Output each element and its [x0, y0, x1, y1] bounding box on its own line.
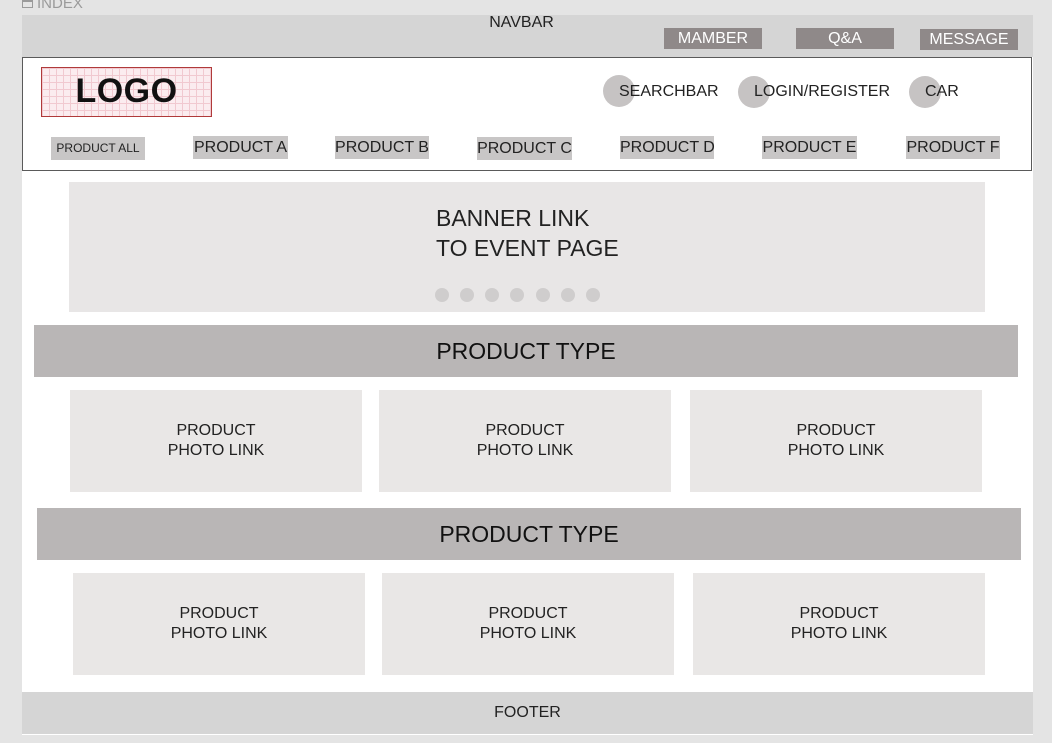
product-card-line1: PRODUCT: [796, 422, 876, 439]
product-card[interactable]: PRODUCT PHOTO LINK: [70, 390, 362, 492]
carousel-dot[interactable]: [485, 288, 499, 302]
menu-product-all[interactable]: PRODUCT ALL: [51, 137, 145, 160]
frame-label: INDEX: [22, 0, 83, 12]
banner[interactable]: [69, 182, 985, 312]
menu-product-f[interactable]: PRODUCT F: [906, 136, 1000, 159]
menu-product-e[interactable]: PRODUCT E: [762, 136, 857, 159]
banner-title-line2: TO EVENT PAGE: [436, 235, 619, 261]
menu-product-b[interactable]: PRODUCT B: [335, 136, 429, 159]
product-card-line1: PRODUCT: [488, 605, 568, 622]
product-card[interactable]: PRODUCT PHOTO LINK: [73, 573, 365, 675]
cart-icon[interactable]: [909, 76, 941, 108]
carousel-dot[interactable]: [561, 288, 575, 302]
footer: FOOTER: [22, 692, 1033, 734]
frame-icon: [22, 0, 33, 8]
login-icon[interactable]: [738, 76, 770, 108]
frame-label-text: INDEX: [37, 0, 83, 12]
product-card-line1: PRODUCT: [485, 422, 565, 439]
carousel-dot[interactable]: [460, 288, 474, 302]
searchbar-link[interactable]: SEARCHBAR: [619, 83, 719, 100]
product-card-line2: PHOTO LINK: [170, 625, 268, 642]
logo[interactable]: [41, 67, 212, 117]
product-card-line2: PHOTO LINK: [167, 442, 265, 459]
product-card[interactable]: PRODUCT PHOTO LINK: [693, 573, 985, 675]
carousel-dot[interactable]: [510, 288, 524, 302]
login-register-link[interactable]: LOGIN/REGISTER: [754, 83, 891, 100]
product-card-line2: PHOTO LINK: [476, 442, 574, 459]
product-card[interactable]: PRODUCT PHOTO LINK: [379, 390, 671, 492]
qa-button[interactable]: Q&A: [796, 28, 894, 49]
carousel-dot[interactable]: [435, 288, 449, 302]
product-card[interactable]: PRODUCT PHOTO LINK: [382, 573, 674, 675]
menu-product-a[interactable]: PRODUCT A: [193, 136, 288, 159]
message-button[interactable]: MESSAGE: [920, 29, 1018, 50]
logo-text: LOGO: [75, 72, 178, 110]
product-card-line1: PRODUCT: [179, 605, 259, 622]
product-card[interactable]: PRODUCT PHOTO LINK: [690, 390, 982, 492]
banner-title-line1: BANNER LINK: [436, 205, 590, 231]
product-card-line1: PRODUCT: [799, 605, 879, 622]
member-button[interactable]: MAMBER: [664, 28, 762, 49]
product-type-header: PRODUCT TYPE: [37, 508, 1021, 560]
product-card-line2: PHOTO LINK: [790, 625, 888, 642]
carousel-dot[interactable]: [586, 288, 600, 302]
menu-product-c[interactable]: PRODUCT C: [477, 137, 572, 160]
product-card-line2: PHOTO LINK: [787, 442, 885, 459]
product-card-line1: PRODUCT: [176, 422, 256, 439]
carousel-dot[interactable]: [536, 288, 550, 302]
product-type-header: PRODUCT TYPE: [34, 325, 1018, 377]
menu-product-d[interactable]: PRODUCT D: [620, 136, 715, 159]
search-icon[interactable]: [603, 75, 635, 107]
navbar-title: NAVBAR: [489, 14, 554, 31]
cart-link[interactable]: CAR: [925, 83, 959, 100]
product-card-line2: PHOTO LINK: [479, 625, 577, 642]
